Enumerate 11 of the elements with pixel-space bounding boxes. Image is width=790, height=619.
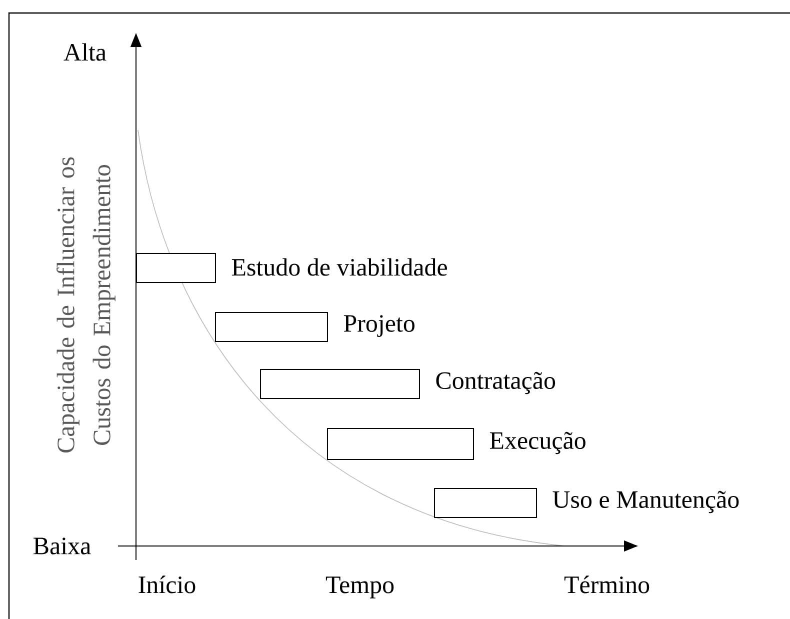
tick-label: Término (564, 576, 650, 594)
phase-label: Contratação (436, 372, 556, 394)
tick-label: Início (138, 576, 196, 594)
axis-label: Alta (64, 43, 106, 61)
phase-label: Uso e Manutenção (552, 490, 739, 514)
axis-title: Capacidade de Influenciar os Custos do Empreendimento (56, 157, 116, 453)
phase-label: Execução (490, 432, 586, 454)
tick-label: Tempo (326, 576, 394, 598)
phase-label: Projeto (344, 315, 414, 337)
phase-label: Estudo de viabilidade (232, 258, 447, 276)
axis-label: Baixa (34, 538, 91, 554)
